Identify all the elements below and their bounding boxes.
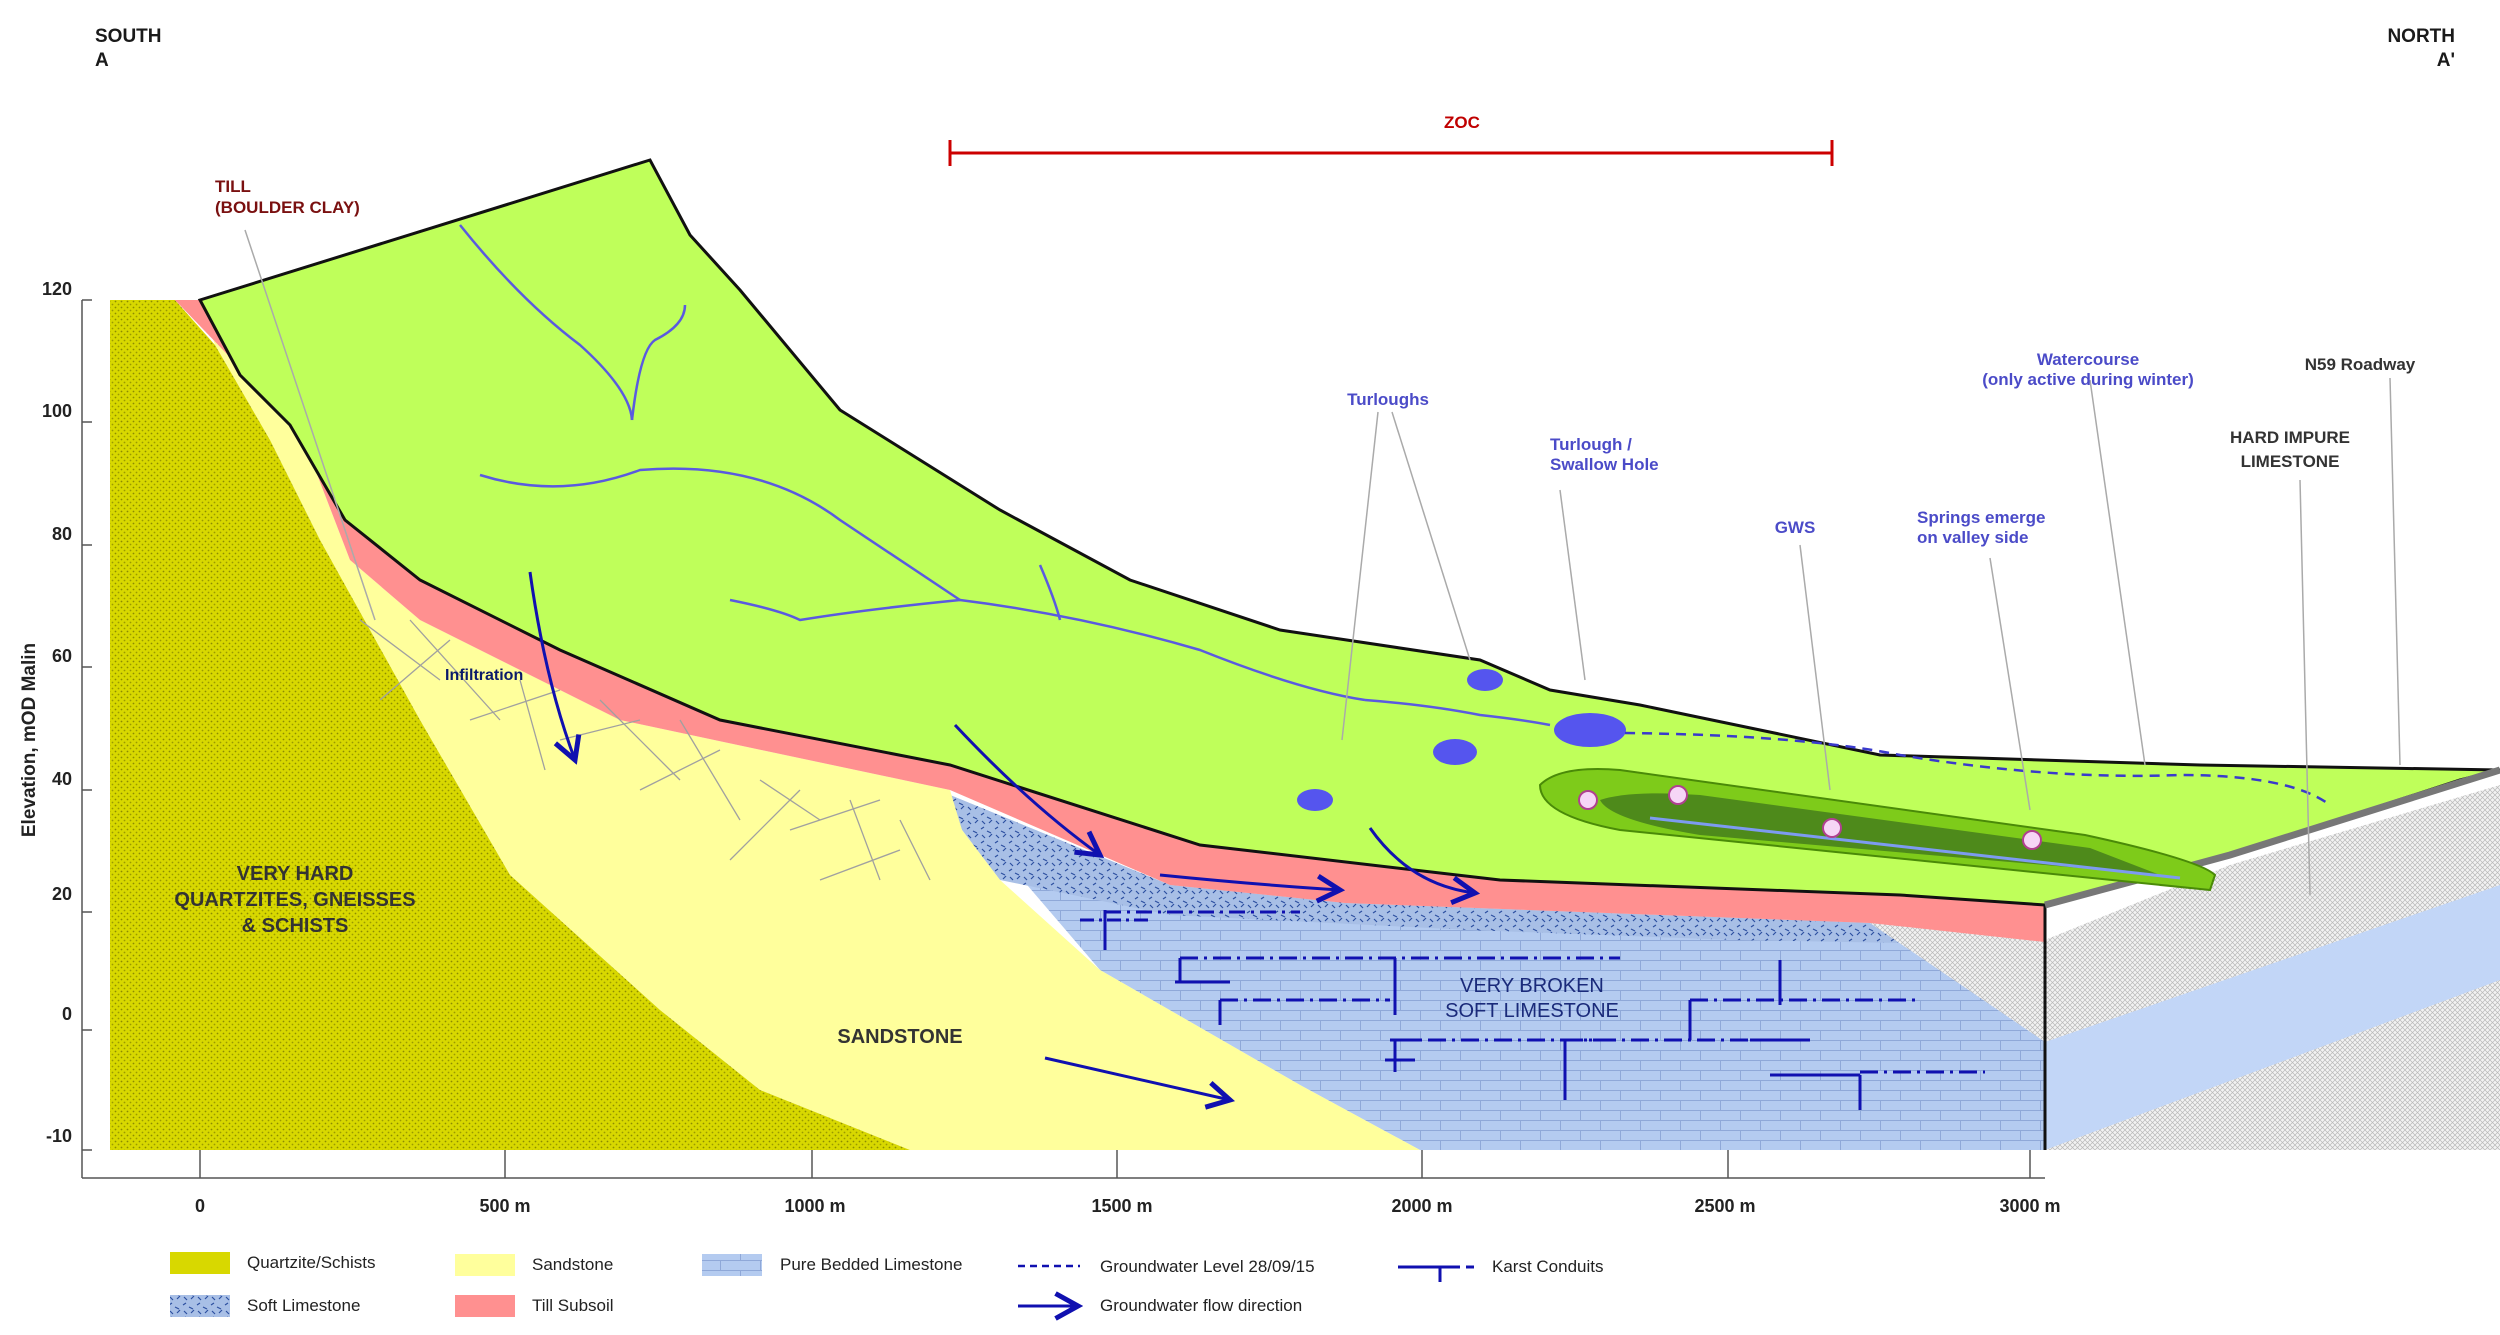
svg-text:Groundwater flow direction: Groundwater flow direction: [1100, 1296, 1302, 1315]
leader-lines: [244, 229, 2401, 896]
legend-item-pure-bedded: Pure Bedded Limestone: [702, 1254, 962, 1276]
quartzite-label: VERY HARD QUARTZITES, GNEISSES & SCHISTS: [174, 863, 415, 937]
y-tick: 0: [62, 1004, 72, 1024]
north-label: NORTH A': [2387, 26, 2455, 71]
svg-text:A': A': [2437, 50, 2455, 71]
legend-item-sandstone: Sandstone: [455, 1254, 613, 1276]
y-axis: 120 100 80 60 40 20 0 -10 Elevation, mOD…: [19, 279, 2045, 1179]
y-tick: 100: [42, 401, 72, 421]
soft-limestone-band: [950, 795, 1900, 943]
hard-impure-label: HARD IMPURE LIMESTONE: [2230, 428, 2350, 471]
hard-limestone-block: [2045, 885, 2500, 1150]
groundwater-level-line: [1624, 731, 2331, 807]
svg-text:A: A: [95, 50, 109, 71]
legend: Quartzite/Schists Soft Limestone Sandsto…: [170, 1252, 1604, 1317]
spring-markers: [1578, 785, 2042, 850]
broken-limestone-label: VERY BROKEN SOFT LIMESTONE: [1445, 975, 1619, 1022]
svg-text:LIMESTONE: LIMESTONE: [2241, 452, 2340, 471]
spring-icon: [1668, 785, 1688, 805]
svg-text:Springs emerge: Springs emerge: [1917, 508, 2046, 527]
svg-text:Karst Conduits: Karst Conduits: [1492, 1257, 1604, 1276]
svg-text:NORTH: NORTH: [2387, 26, 2455, 47]
turlough: [1433, 739, 1477, 765]
y-tick: -10: [46, 1126, 72, 1146]
turloughs: [1297, 669, 1626, 811]
south-label: SOUTH A: [95, 26, 162, 71]
x-tick: 2000 m: [1391, 1196, 1452, 1216]
legend-item-gw-flow: Groundwater flow direction: [1018, 1296, 1302, 1315]
svg-text:Watercourse: Watercourse: [2037, 350, 2139, 369]
svg-text:on valley side: on valley side: [1917, 528, 2029, 547]
karst-conduits: [1080, 910, 1985, 1110]
svg-text:Groundwater Level 28/09/15: Groundwater Level 28/09/15: [1100, 1257, 1315, 1276]
infiltration-label: Infiltration: [445, 667, 523, 684]
legend-item-gw-level: Groundwater Level 28/09/15: [1018, 1257, 1315, 1276]
sandstone-unit: [200, 300, 1420, 1150]
svg-text:(only active during winter): (only active during winter): [1982, 370, 2194, 389]
y-tick: 120: [42, 279, 72, 299]
svg-text:Turlough /: Turlough /: [1550, 435, 1632, 454]
svg-text:TILL: TILL: [215, 177, 251, 196]
x-tick: 1500 m: [1091, 1196, 1152, 1216]
svg-text:Swallow Hole: Swallow Hole: [1550, 455, 1659, 474]
till-annotation: TILL (BOULDER CLAY): [215, 177, 360, 217]
x-tick: 3000 m: [1999, 1196, 2060, 1216]
svg-text:Soft Limestone: Soft Limestone: [247, 1296, 360, 1315]
x-tick: 500 m: [479, 1196, 530, 1216]
svg-text:QUARTZITES, GNEISSES: QUARTZITES, GNEISSES: [174, 889, 415, 911]
legend-item-soft-limestone: Soft Limestone: [170, 1295, 360, 1317]
quartzite-unit: [110, 300, 910, 1150]
turlough: [1297, 789, 1333, 811]
legend-item-quartzite: Quartzite/Schists: [170, 1252, 376, 1274]
swallow-hole: [1554, 713, 1626, 747]
y-tick: 20: [52, 884, 72, 904]
turloughs-label: Turloughs: [1347, 390, 1429, 409]
svg-text:VERY HARD: VERY HARD: [237, 863, 354, 885]
svg-text:Till Subsoil: Till Subsoil: [532, 1296, 614, 1315]
surface-drainage: [459, 224, 1551, 727]
svg-text:VERY BROKEN: VERY BROKEN: [1460, 975, 1604, 997]
svg-text:Sandstone: Sandstone: [532, 1255, 613, 1274]
watercourse-label: Watercourse (only active during winter): [1982, 350, 2194, 389]
svg-text:& SCHISTS: & SCHISTS: [242, 915, 349, 937]
y-axis-title: Elevation, mOD Malin: [19, 643, 40, 837]
springs-label: Springs emerge on valley side: [1917, 508, 2046, 547]
svg-text:Quartzite/Schists: Quartzite/Schists: [247, 1253, 376, 1272]
spring-icon: [2022, 830, 2042, 850]
pure-bedded-limestone: [950, 795, 2045, 1150]
zoc-indicator: ZOC: [948, 113, 1834, 166]
svg-text:HARD IMPURE: HARD IMPURE: [2230, 428, 2350, 447]
legend-item-karst: Karst Conduits: [1398, 1257, 1604, 1282]
x-tick: 1000 m: [784, 1196, 845, 1216]
svg-text:SOUTH: SOUTH: [95, 26, 162, 47]
gws-label: GWS: [1775, 518, 1816, 537]
svg-text:ZOC: ZOC: [1444, 113, 1480, 132]
svg-text:(BOULDER CLAY): (BOULDER CLAY): [215, 198, 360, 217]
x-axis: 0 500 m 1000 m 1500 m 2000 m 2500 m 3000…: [195, 1150, 2061, 1216]
spring-icon: [1822, 818, 1842, 838]
cross-section: [110, 158, 2500, 1150]
hard-impure-limestone: [1870, 785, 2500, 1150]
turlough-swallow-label: Turlough / Swallow Hole: [1550, 435, 1659, 474]
roadway-label: N59 Roadway: [2305, 355, 2416, 374]
turlough: [1467, 669, 1503, 691]
y-tick: 60: [52, 646, 72, 666]
legend-item-till-subsoil: Till Subsoil: [455, 1295, 614, 1317]
groundwater-flow-arrows: [528, 571, 1475, 1100]
x-tick: 2500 m: [1694, 1196, 1755, 1216]
svg-text:Pure Bedded Limestone: Pure Bedded Limestone: [780, 1255, 962, 1274]
spring-icon: [1578, 790, 1598, 810]
x-tick: 0: [195, 1196, 205, 1216]
sandstone-label: SANDSTONE: [837, 1026, 962, 1048]
y-tick: 80: [52, 524, 72, 544]
y-tick: 40: [52, 769, 72, 789]
svg-text:SOFT LIMESTONE: SOFT LIMESTONE: [1445, 1000, 1619, 1022]
